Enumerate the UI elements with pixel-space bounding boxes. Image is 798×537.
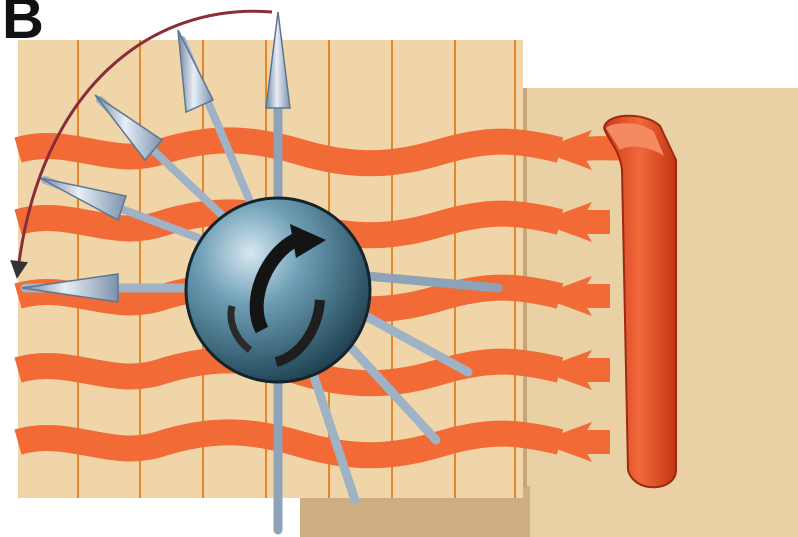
nucleus-sphere-icon — [186, 198, 370, 382]
